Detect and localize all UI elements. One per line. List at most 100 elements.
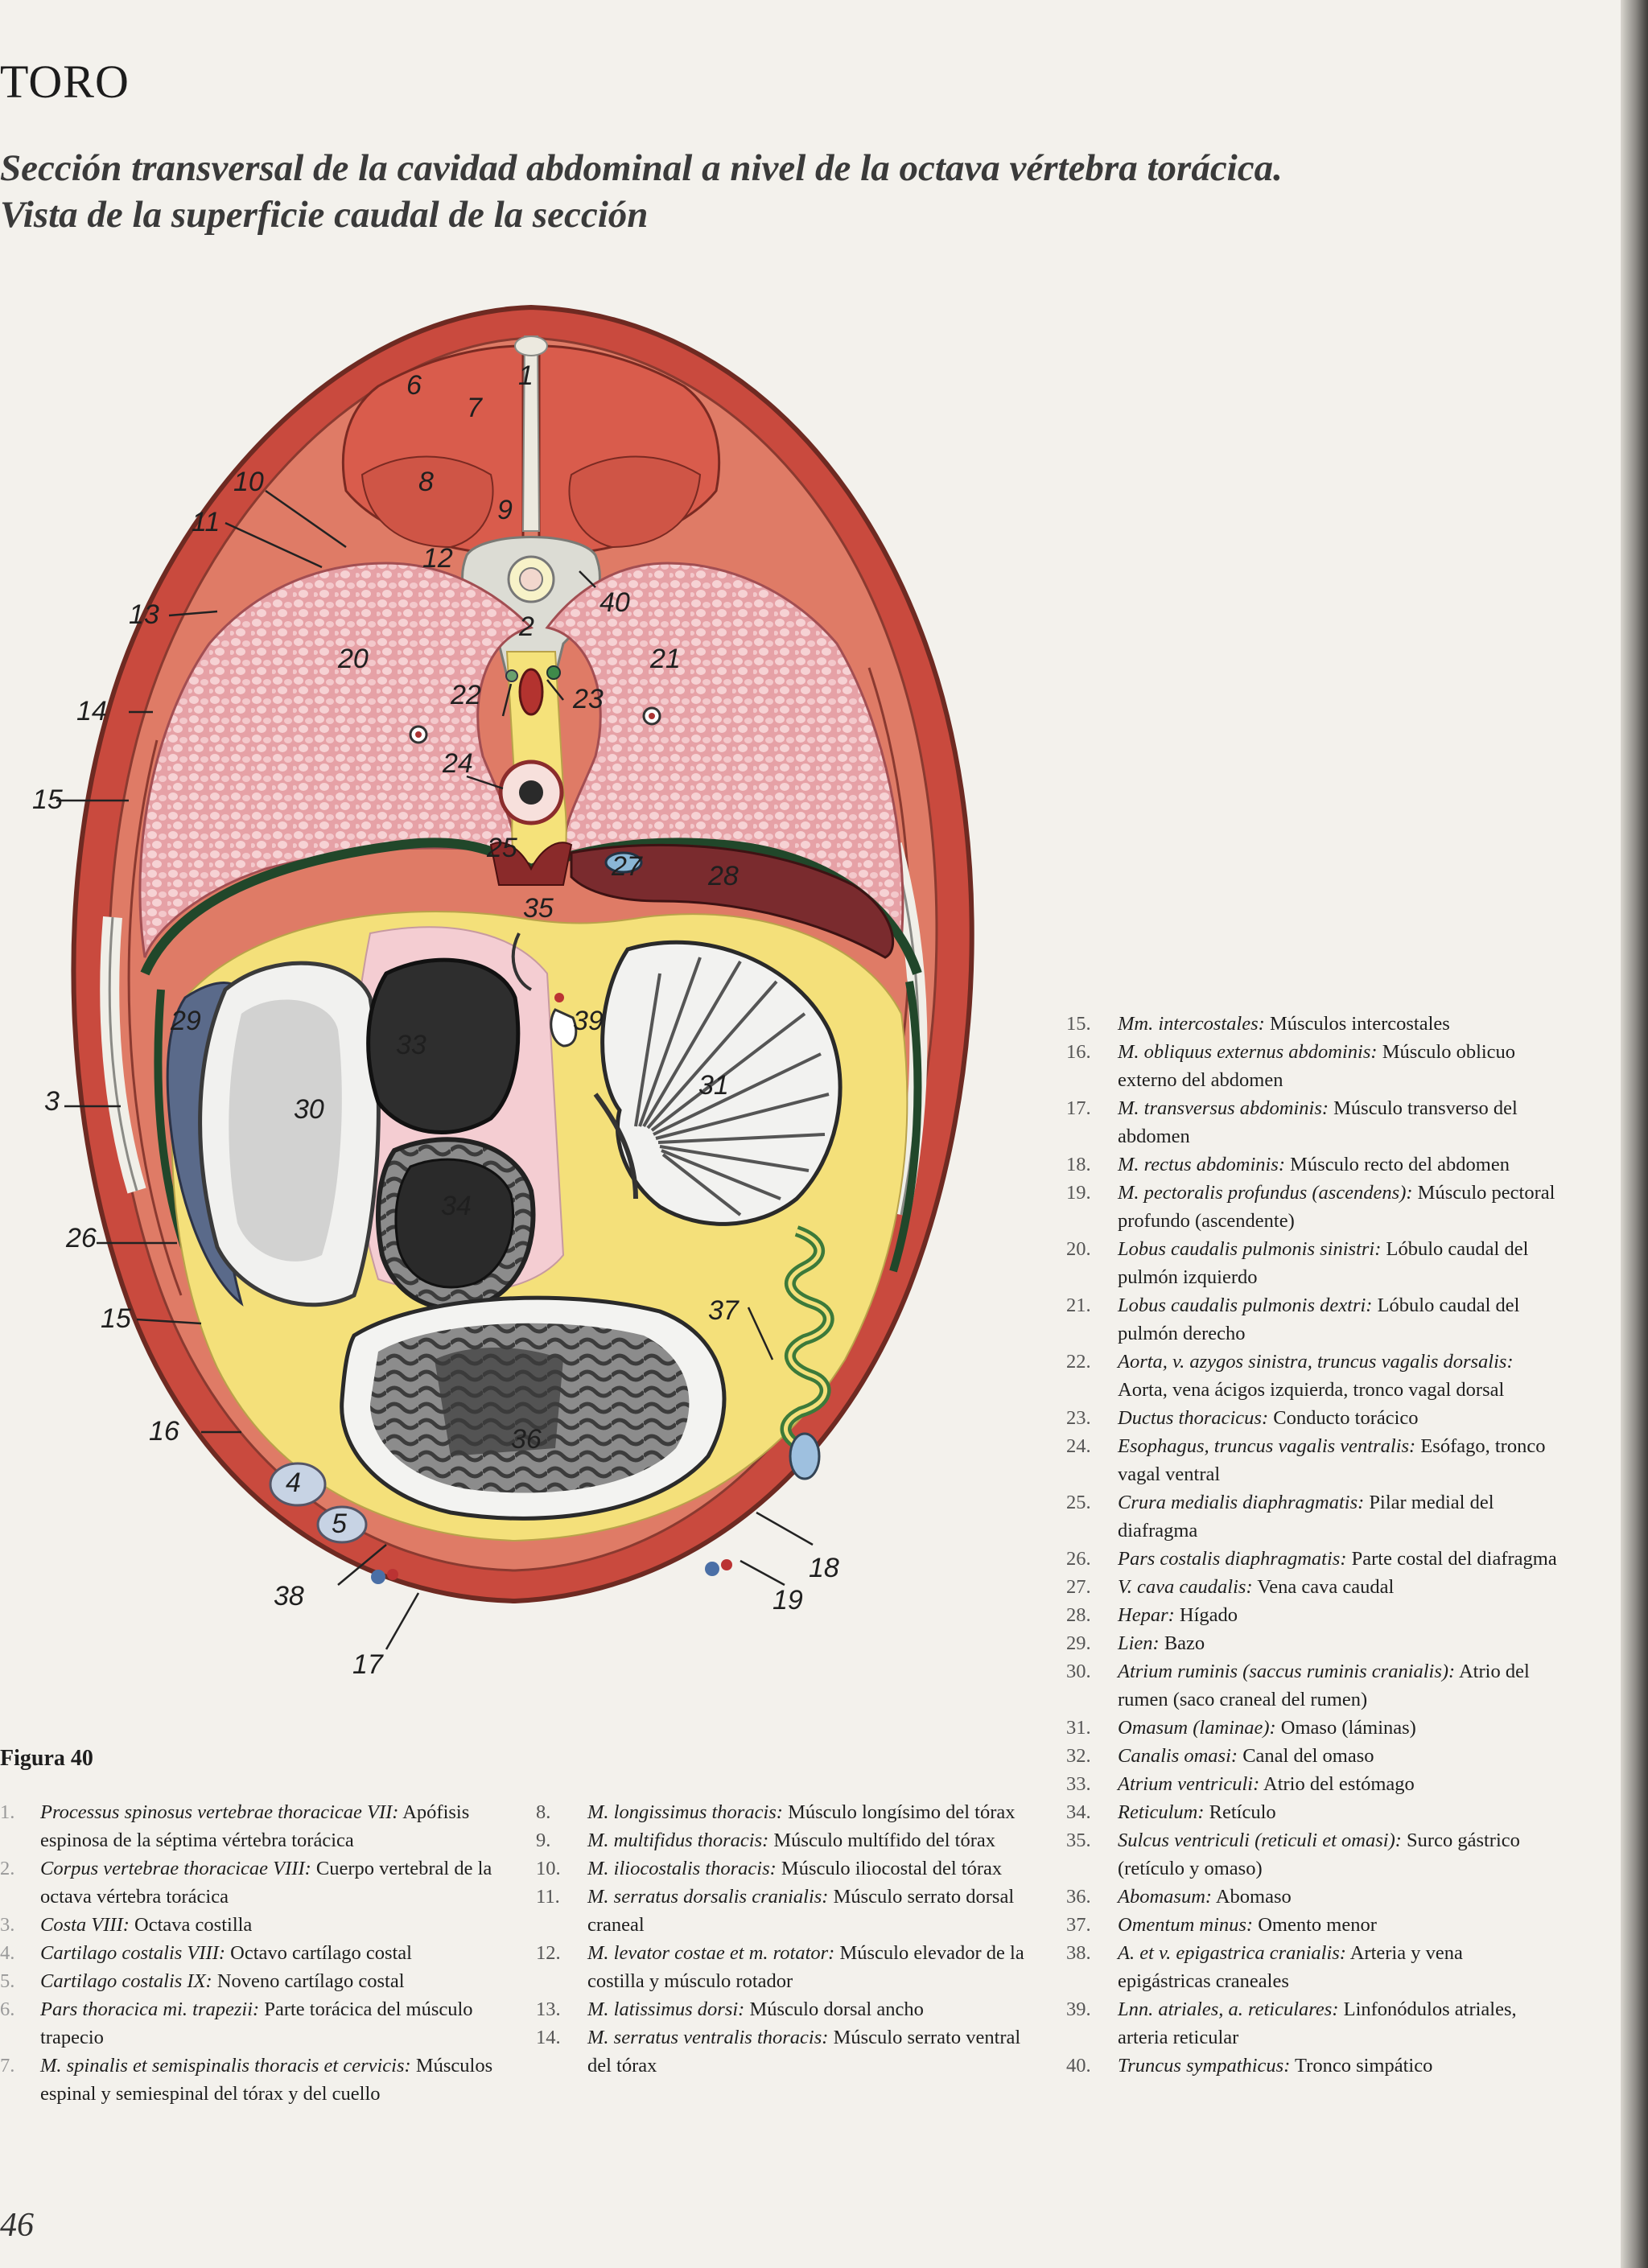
legend-spanish-term: Parte costal del diafragma bbox=[1346, 1548, 1557, 1570]
legend-item-text: M. transversus abdominis: Músculo transv… bbox=[1118, 1094, 1557, 1150]
legend-item: 20.Lobus caudalis pulmonis sinistri: Lób… bbox=[1066, 1235, 1557, 1291]
legend-item-number: 22. bbox=[1066, 1351, 1091, 1373]
legend-item-number: 31. bbox=[1066, 1717, 1091, 1739]
legend-spanish-term: Omento menor bbox=[1253, 1914, 1377, 1936]
legend-item: 9. M. multifidus thoracis: Músculo multíf… bbox=[536, 1826, 1027, 1854]
subtitle-line-1: Sección transversal de la cavidad abdomi… bbox=[0, 147, 1283, 189]
legend-item: 23.Ductus thoracicus: Conducto torácico bbox=[1066, 1404, 1557, 1432]
legend-spanish-term: Músculos espinal y semiespinal del tórax… bbox=[40, 2055, 493, 2105]
legend-spanish-term: Conducto torácico bbox=[1268, 1407, 1419, 1429]
legend-item-number: 29. bbox=[1066, 1632, 1091, 1654]
legend-item: 14.M. serratus ventralis thoracis: Múscu… bbox=[536, 2023, 1027, 2080]
legend-item-number: 18. bbox=[1066, 1154, 1091, 1175]
legend-item: 32.Canalis omasi: Canal del omaso bbox=[1066, 1742, 1557, 1770]
legend-item-number: 24. bbox=[1066, 1435, 1091, 1457]
legend-item-text: Crura medialis diaphragmatis: Pilar medi… bbox=[1118, 1488, 1557, 1545]
legend-spanish-term: Cuerpo vertebral de la octava vértebra t… bbox=[40, 1858, 492, 1908]
legend-latin-term: M. iliocostalis thoracis: bbox=[587, 1858, 777, 1879]
callout-34: 34 bbox=[441, 1191, 472, 1221]
legend-spanish-term: Noveno cartílago costal bbox=[212, 1970, 405, 1992]
legend-item-number: 9. bbox=[536, 1830, 551, 1851]
callout-8: 8 bbox=[418, 467, 434, 497]
callout-15a: 15 bbox=[32, 784, 63, 815]
legend-item-text: Reticulum: Retículo bbox=[1118, 1798, 1557, 1826]
legend-item-number: 1. bbox=[0, 1801, 15, 1823]
legend-latin-term: Costa VIII: bbox=[40, 1914, 130, 1936]
legend-item-text: Lnn. atriales, a. reticulares: Linfonódu… bbox=[1118, 1995, 1557, 2052]
legend-item-number: 17. bbox=[1066, 1097, 1091, 1119]
legend-item-number: 8. bbox=[536, 1801, 551, 1823]
legend-item-text: Aorta, v. azygos sinistra, truncus vagal… bbox=[1118, 1348, 1557, 1404]
legend-item-text: M. multifidus thoracis: Músculo multífid… bbox=[587, 1826, 1027, 1854]
liver bbox=[570, 843, 895, 959]
legend-item-number: 28. bbox=[1066, 1604, 1091, 1626]
legend-spanish-term: Músculo transverso del abdomen bbox=[1118, 1097, 1518, 1147]
legend-latin-term: M. rectus abdominis: bbox=[1118, 1154, 1285, 1175]
callout-3: 3 bbox=[44, 1086, 60, 1117]
legend-item-number: 40. bbox=[1066, 2055, 1091, 2077]
legend-item-text: A. et v. epigastrica cranialis: Arteria … bbox=[1118, 1939, 1557, 1995]
legend-item-number: 26. bbox=[1066, 1548, 1091, 1570]
callout-38: 38 bbox=[274, 1581, 304, 1611]
legend-latin-term: Lobus caudalis pulmonis sinistri: bbox=[1118, 1238, 1382, 1260]
legend-item-number: 10. bbox=[536, 1858, 561, 1879]
legend-item-number: 39. bbox=[1066, 1998, 1091, 2020]
legend-item: 34.Reticulum: Retículo bbox=[1066, 1798, 1557, 1826]
legend-item-number: 33. bbox=[1066, 1773, 1091, 1795]
legend-latin-term: M. pectoralis profundus (ascendens): bbox=[1118, 1182, 1413, 1204]
legend-item: 25.Crura medialis diaphragmatis: Pilar m… bbox=[1066, 1488, 1557, 1545]
legend-latin-term: Omasum (laminae): bbox=[1118, 1717, 1276, 1739]
callout-23: 23 bbox=[572, 684, 604, 714]
legend-latin-term: Omentum minus: bbox=[1118, 1914, 1254, 1936]
page-binding-edge bbox=[1621, 0, 1648, 2268]
legend-item-text: Esophagus, truncus vagalis ventralis: Es… bbox=[1118, 1432, 1557, 1488]
callout-24: 24 bbox=[442, 748, 473, 779]
legend-item-text: Omentum minus: Omento menor bbox=[1118, 1911, 1557, 1939]
legend-latin-term: Mm. intercostales: bbox=[1118, 1013, 1265, 1035]
legend-item: 33. Atrium ventriculi: Atrio del estómago bbox=[1066, 1770, 1557, 1798]
legend-latin-term: Lien: bbox=[1118, 1632, 1160, 1654]
legend-item: 24. Esophagus, truncus vagalis ventralis:… bbox=[1066, 1432, 1557, 1488]
legend-item: 27. V. cava caudalis: Vena cava caudal bbox=[1066, 1573, 1557, 1601]
legend-spanish-term: Músculo oblicuo externo del abdomen bbox=[1118, 1041, 1516, 1091]
callout-7: 7 bbox=[467, 393, 483, 423]
page-number: 46 bbox=[0, 2207, 34, 2244]
callout-33: 33 bbox=[396, 1030, 426, 1060]
legend-item-number: 21. bbox=[1066, 1295, 1091, 1316]
legend-item-text: M. longissimus thoracis: Músculo longísi… bbox=[587, 1798, 1027, 1826]
callout-25: 25 bbox=[486, 833, 517, 863]
figure-subtitle: Sección transversal de la cavidad abdomi… bbox=[0, 145, 1577, 238]
legend-spanish-term: Apófisis espinosa de la séptima vértebra… bbox=[40, 1801, 470, 1851]
legend-item-text: M. spinalis et semispinalis thoracis et … bbox=[40, 2052, 495, 2108]
legend-item: 2.Corpus vertebrae thoracicae VIII: Cuer… bbox=[0, 1854, 495, 1911]
legend-spanish-term: Músculo pectoral profundo (ascendente) bbox=[1118, 1182, 1555, 1232]
legend-item-number: 38. bbox=[1066, 1942, 1091, 1964]
legend-item: 5.Cartilago costalis IX: Noveno cartílag… bbox=[0, 1967, 495, 1995]
legend-item-text: Hepar: Hígado bbox=[1118, 1601, 1557, 1629]
legend-item-text: M. rectus abdominis: Músculo recto del a… bbox=[1118, 1150, 1557, 1179]
legend-item-text: Atrium ventriculi: Atrio del estómago bbox=[1118, 1770, 1557, 1798]
legend-item-number: 27. bbox=[1066, 1576, 1091, 1598]
legend-latin-term: Cartilago costalis VIII: bbox=[40, 1942, 226, 1964]
legend-latin-term: Atrium ruminis (saccus ruminis cranialis… bbox=[1118, 1661, 1456, 1682]
legend-spanish-term: Pilar medial del diafragma bbox=[1118, 1492, 1494, 1541]
legend-spanish-term: Aorta, vena ácigos izquierda, tronco vag… bbox=[1118, 1379, 1505, 1401]
legend-item-text: Canalis omasi: Canal del omaso bbox=[1118, 1742, 1557, 1770]
callout-31: 31 bbox=[698, 1070, 729, 1101]
legend-item: 3.Costa VIII: Octava costilla bbox=[0, 1911, 495, 1939]
legend-item: 4.Cartilago costalis VIII: Octavo cartíl… bbox=[0, 1939, 495, 1967]
legend-item: 40.Truncus sympathicus: Tronco simpático bbox=[1066, 2052, 1557, 2080]
legend-item: 19.M. pectoralis profundus (ascendens): … bbox=[1066, 1179, 1557, 1235]
legend-item-text: V. cava caudalis: Vena cava caudal bbox=[1118, 1573, 1557, 1601]
legend-item: 1.Processus spinosus vertebrae thoracica… bbox=[0, 1798, 495, 1854]
legend-latin-term: Canalis omasi: bbox=[1118, 1745, 1238, 1767]
callout-12: 12 bbox=[422, 543, 453, 574]
callout-9: 9 bbox=[497, 495, 513, 525]
callout-numbers: 1 2 3 4 5 6 7 8 9 10 11 12 13 14 15 15 1… bbox=[32, 360, 839, 1680]
legend-spanish-term: Surco gástrico (retículo y omaso) bbox=[1118, 1830, 1520, 1879]
atrium-ventriculi bbox=[366, 957, 521, 1134]
legend-spanish-term: Atrio del rumen (saco craneal del rumen) bbox=[1118, 1661, 1530, 1710]
legend-item-text: Costa VIII: Octava costilla bbox=[40, 1911, 495, 1939]
callout-15b: 15 bbox=[101, 1303, 131, 1334]
legend-item-number: 11. bbox=[536, 1886, 560, 1908]
